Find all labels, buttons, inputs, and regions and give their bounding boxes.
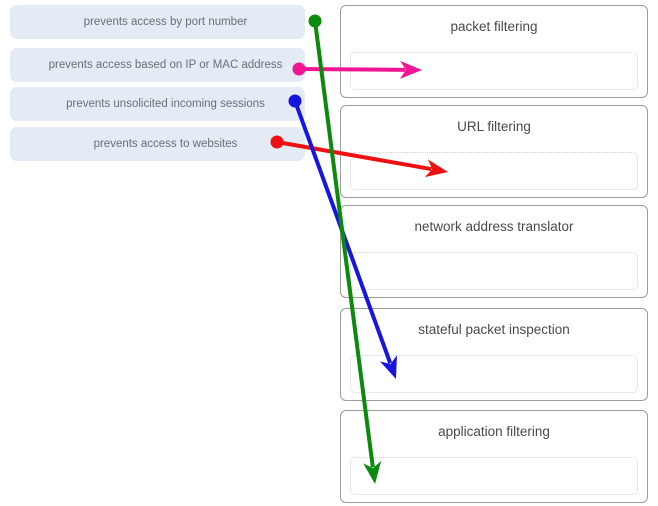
target-box-stateful-packet-inspection[interactable]: stateful packet inspection (340, 308, 648, 401)
target-box-network-address-translator[interactable]: network address translator (340, 205, 648, 298)
connector-dot-port-number[interactable] (308, 14, 322, 28)
target-box-application-filtering[interactable]: application filtering (340, 410, 648, 503)
target-dropzone-packet-filtering[interactable] (350, 52, 638, 90)
target-box-url-filtering[interactable]: URL filtering (340, 105, 648, 198)
source-item-label: prevents access based on IP or MAC addre… (48, 58, 283, 71)
source-item-ip-mac[interactable]: prevents access based on IP or MAC addre… (10, 48, 305, 82)
target-box-title: network address translator (414, 219, 574, 234)
source-item-port-number[interactable]: prevents access by port number (10, 5, 305, 39)
source-item-label: prevents access to websites (93, 137, 238, 150)
target-box-title: URL filtering (457, 119, 531, 134)
source-item-label: prevents unsolicited incoming sessions (66, 97, 265, 110)
target-dropzone-application-filtering[interactable] (350, 457, 638, 495)
source-item-websites[interactable]: prevents access to websites (10, 127, 305, 161)
target-box-title: packet filtering (450, 19, 538, 34)
target-dropzone-stateful-packet-inspection[interactable] (350, 355, 638, 393)
source-item-label: prevents access by port number (83, 15, 248, 28)
target-box-title: application filtering (438, 424, 550, 439)
target-dropzone-url-filtering[interactable] (350, 152, 638, 190)
target-dropzone-network-address-translator[interactable] (350, 252, 638, 290)
target-box-title: stateful packet inspection (418, 322, 570, 337)
source-item-unsolicited[interactable]: prevents unsolicited incoming sessions (10, 87, 305, 121)
target-box-packet-filtering[interactable]: packet filtering (340, 5, 648, 98)
